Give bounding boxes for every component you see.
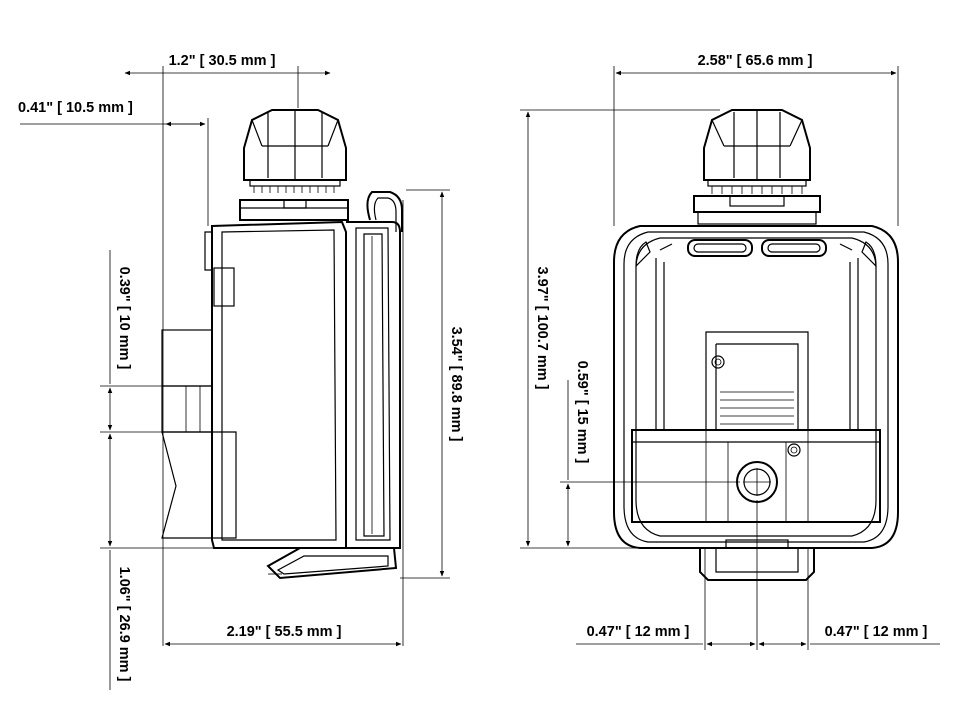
side-extension-lines <box>100 66 450 646</box>
front-housing <box>613 225 899 549</box>
side-view: 1.2" [ 30.5 mm ] 0.41" [ 10.5 mm ] 0.39"… <box>18 53 464 690</box>
front-bracket <box>705 331 809 457</box>
dim-side-depth-top: 1.2" [ 30.5 mm ] <box>169 53 276 69</box>
dim-front-width: 2.58" [ 65.6 mm ] <box>698 53 813 69</box>
front-cable-gland <box>693 109 821 225</box>
front-extension-lines <box>520 66 899 650</box>
side-latch <box>266 547 398 580</box>
dim-side-depth: 2.19" [ 55.5 mm ] <box>227 624 342 640</box>
side-dim-lines <box>20 70 445 690</box>
side-cable-gland <box>239 109 349 221</box>
front-dim-lines <box>525 70 940 647</box>
dim-front-hole-height: 0.59" [ 15 mm ] <box>574 361 590 464</box>
front-vents <box>687 239 827 257</box>
side-lid <box>346 191 403 549</box>
front-lower-block <box>631 429 881 523</box>
front-view: 2.58" [ 65.6 mm ] 3.97" [ 100.7 mm ] 0.5… <box>520 53 940 650</box>
dim-front-left-offset: 0.47" [ 12 mm ] <box>587 624 690 640</box>
dim-side-height: 3.54" [ 89.8 mm ] <box>448 327 464 442</box>
dim-front-height: 3.97" [ 100.7 mm ] <box>534 267 550 390</box>
side-conduit <box>161 329 237 539</box>
dim-front-right-offset: 0.47" [ 12 mm ] <box>825 624 928 640</box>
dim-side-offset: 0.41" [ 10.5 mm ] <box>18 100 133 116</box>
side-housing <box>204 220 347 549</box>
dim-side-vertical-small: 0.39" [ 10 mm ] <box>116 267 132 370</box>
dim-side-lower: 1.06" [ 26.9 mm ] <box>116 567 132 682</box>
